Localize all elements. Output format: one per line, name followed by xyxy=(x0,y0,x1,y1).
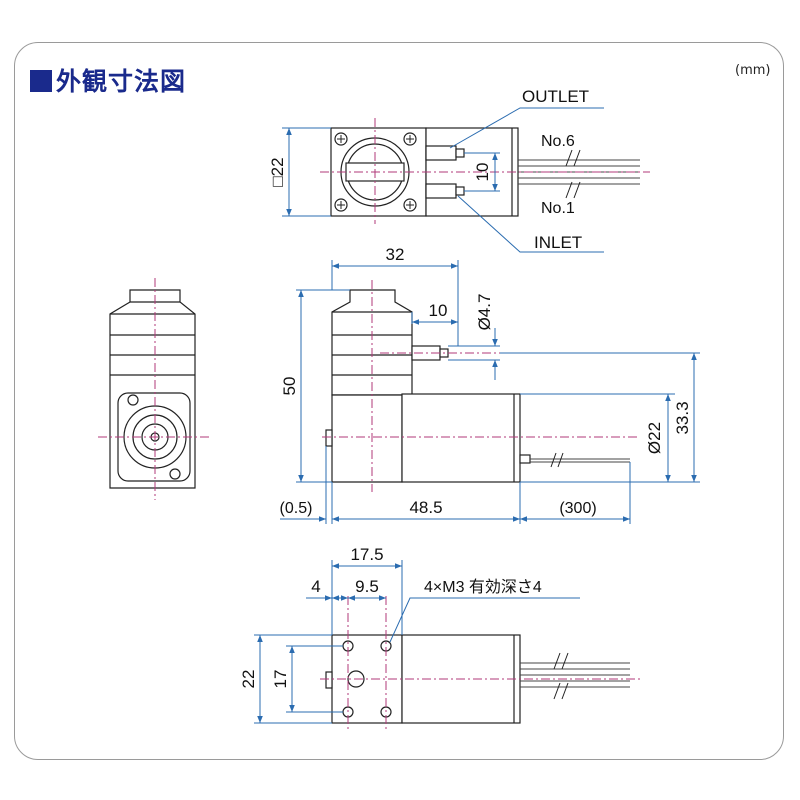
width-32-label: 32 xyxy=(386,245,405,264)
port-diameter-label: Ø4.7 xyxy=(475,294,494,331)
port-offset-label: 10 xyxy=(429,301,448,320)
outlet-label: OUTLET xyxy=(522,87,589,106)
port-spacing-label: 10 xyxy=(473,163,492,182)
overall-width-label: 22 xyxy=(239,670,258,689)
top-view-screw-icons xyxy=(334,132,417,212)
gap-label: (0.5) xyxy=(280,500,313,517)
title-text: 外観寸法図 xyxy=(56,67,187,96)
outlet-nozzle xyxy=(425,145,457,161)
axis-height-label: 33.3 xyxy=(673,401,692,434)
front-view: 32 10 Ø4.7 50 Ø22 33.3 (0.5) 48. xyxy=(280,245,700,524)
unit-label: (mm) xyxy=(735,63,771,78)
no1-label: No.1 xyxy=(541,200,575,217)
end-view xyxy=(98,278,212,500)
front-view-motor xyxy=(401,393,521,483)
front-view-base xyxy=(331,394,403,483)
title-square-icon xyxy=(30,70,52,92)
height-50-label: 50 xyxy=(280,377,299,396)
bottom-view: 17.5 4 9.5 4×M3 有効深さ4 22 17 xyxy=(239,545,640,730)
hole-pitch-label: 9.5 xyxy=(355,577,379,596)
inlet-label: INLET xyxy=(534,233,582,252)
body-length-label: 48.5 xyxy=(409,498,442,517)
no6-label: No.6 xyxy=(541,133,575,150)
square-22-label: □22 xyxy=(268,157,287,186)
thread-note-label: 4×M3 有効深さ4 xyxy=(424,578,542,596)
wire-length-label: (300) xyxy=(559,500,596,517)
motor-diameter-label: Ø22 xyxy=(645,422,664,454)
inlet-nozzle xyxy=(425,183,457,199)
top-view: □22 10 OUTLET INLET No.6 No.1 xyxy=(268,87,650,253)
drawing-title: 外観寸法図 xyxy=(30,62,186,98)
hole-span-label: 17.5 xyxy=(350,545,383,564)
hole-spacing-label: 17 xyxy=(271,670,290,689)
edge-offset-label: 4 xyxy=(311,577,320,596)
